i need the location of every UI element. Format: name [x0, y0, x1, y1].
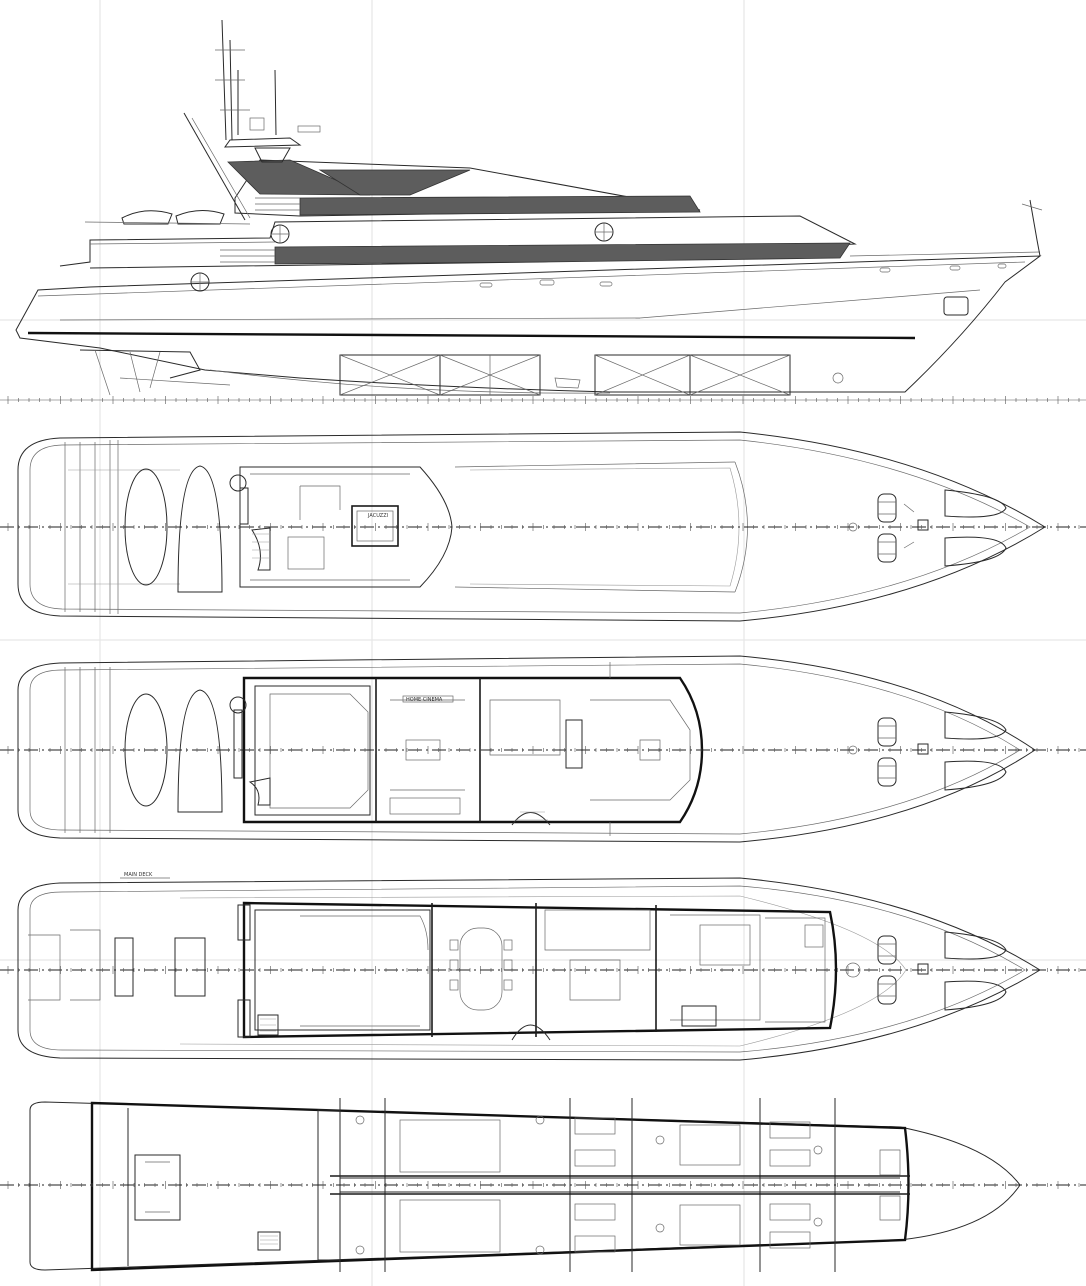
life-raft-icon [877, 717, 897, 787]
tender-boat [177, 465, 223, 593]
cabin-beds [399, 1117, 811, 1253]
svg-text:HOME CINEMA: HOME CINEMA [406, 697, 443, 703]
svg-text:MAIN DECK: MAIN DECK [124, 872, 153, 878]
cradle-stand [79, 349, 844, 396]
life-raft-icon [877, 493, 897, 563]
bathroom-fixtures [355, 1115, 823, 1255]
radar-mast [183, 19, 321, 221]
sofa [681, 1005, 717, 1027]
anchor-windlass-icon [917, 743, 929, 755]
dining-table [459, 927, 503, 1011]
jet-ski-icon [944, 489, 1007, 518]
profile-view [15, 19, 1043, 396]
anchor-windlass-icon [917, 963, 929, 975]
frame-tick-marks [0, 396, 1086, 1189]
main-deck-plan: MAIN DECK [17, 872, 1041, 1061]
tender-boat [177, 689, 223, 813]
jet-ski-icon [944, 760, 1007, 791]
bridge-deck-plan: HOME CINEMA [17, 655, 1036, 843]
life-raft-icon [877, 935, 897, 1005]
jacuzzi [351, 505, 399, 547]
hawse-icon [943, 296, 969, 316]
jet-ski-icon [944, 536, 1007, 567]
portholes [479, 263, 1007, 288]
centerlines [0, 526, 1086, 1186]
anchor-windlass-icon [917, 519, 929, 531]
jet-ski-icon [944, 980, 1007, 1011]
jet-ski-icon [944, 931, 1007, 960]
jet-ski-icon [944, 711, 1007, 740]
helm-wheel-icon [190, 222, 614, 292]
svg-text:JACUZZI: JACUZZI [367, 513, 388, 519]
